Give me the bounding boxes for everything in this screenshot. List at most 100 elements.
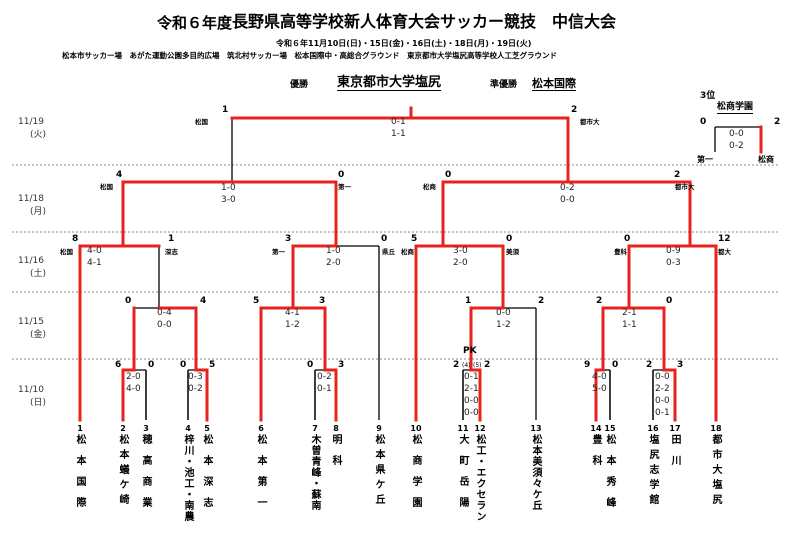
sf1-half2: 3-0 — [221, 195, 236, 205]
r1-m3-left-score: 0 — [307, 360, 314, 370]
team-number: 10 — [410, 424, 422, 433]
date-round1: 11/10 — [18, 385, 44, 395]
sf1-left-team: 松国 — [100, 183, 113, 191]
qf4-left-team: 豊科 — [614, 248, 627, 256]
qf4-half2: 0-3 — [666, 258, 681, 268]
qf3-left-team: 松商 — [401, 248, 414, 256]
qf2-half2: 2-0 — [326, 258, 341, 268]
team-name: 松本深志 — [201, 434, 212, 518]
r2-m1-half1: 0-4 — [157, 308, 172, 318]
qf3-right-score: 0 — [506, 234, 513, 244]
qf3-left-score: 5 — [411, 234, 418, 244]
qf1-right-team: 深志 — [165, 248, 178, 256]
team-name: 大町岳陽 — [457, 434, 468, 518]
date-quarterfinal: 11/16 — [18, 256, 44, 266]
r2-m3-right-score: 2 — [538, 296, 545, 306]
sf2-left-score: 0 — [445, 170, 452, 180]
qf1-left-team: 松国 — [60, 248, 73, 256]
final-right-score: 2 — [571, 105, 578, 115]
third-left-score: 0 — [700, 117, 707, 127]
team-number: 14 — [590, 424, 602, 433]
r1-m6-et1: 0-0 — [655, 396, 670, 406]
r2-m3-left-score: 1 — [465, 296, 472, 306]
team-name: 田川 — [669, 434, 680, 476]
r1-m4-left-score: 2 — [453, 360, 460, 370]
qf1-right-score: 1 — [168, 234, 175, 244]
sf2-half1: 0-2 — [560, 183, 575, 193]
r1-m2-half2: 0-2 — [188, 384, 203, 394]
team-number: 4 — [185, 424, 191, 433]
r1-m5-half1: 4-0 — [592, 372, 607, 382]
team-number: 1 — [77, 424, 83, 433]
weekday-round2: (金) — [30, 330, 47, 340]
team-number: 12 — [474, 424, 486, 433]
team-name: 松本美須々ケ丘 — [530, 434, 541, 511]
team-number: 3 — [143, 424, 149, 433]
qf2-half1: 1-0 — [326, 246, 341, 256]
qf2-right-score: 0 — [381, 234, 388, 244]
r1-m5-half2: 5-0 — [592, 384, 607, 394]
team-name: 明科 — [330, 434, 341, 476]
qf3-right-team: 美須 — [506, 248, 519, 256]
team-number: 2 — [120, 424, 126, 433]
r1-m4-half2: 2-1 — [464, 384, 479, 394]
r2-m2-left-score: 5 — [253, 296, 260, 306]
final-left-team: 松国 — [195, 118, 208, 126]
r2-m1-right-score: 4 — [200, 296, 207, 306]
runner-up-label: 準優勝 — [490, 80, 518, 90]
team-number: 18 — [710, 424, 722, 433]
r1-m6-et2: 0-1 — [655, 408, 670, 418]
third-place-team: 松商学園 — [717, 102, 754, 114]
third-right-team: 松商 — [758, 155, 774, 164]
final-half1: 0-1 — [391, 117, 406, 127]
r2-m2-half2: 1-2 — [285, 320, 300, 330]
sf2-right-score: 2 — [674, 170, 681, 180]
weekday-semifinal: (月) — [30, 207, 47, 217]
champion-label: 優勝 — [290, 80, 309, 90]
qf2-left-team: 第一 — [272, 248, 285, 256]
r1-m2-right-score: 5 — [209, 360, 216, 370]
sf1-right-score: 0 — [338, 170, 345, 180]
tournament-dates: 令和６年11月10日(日)・15日(金)・16日(土)・18日(月)・19日(火… — [276, 39, 532, 48]
team-number: 16 — [647, 424, 659, 433]
r1-m4-pk-right: (5) — [473, 362, 482, 369]
r1-m6-half2: 2-2 — [655, 384, 670, 394]
team-name: 松本秀峰 — [604, 434, 615, 518]
team-number: 8 — [333, 424, 339, 433]
venues: 松本市サッカー場 あがた運動公園多目的広場 筑北村サッカー場 松本国際中・高総合… — [62, 51, 557, 60]
team-name: 松本第一 — [255, 434, 266, 518]
team-number: 17 — [669, 424, 681, 433]
third-half2: 0-2 — [729, 141, 744, 151]
team-name: 豊科 — [590, 434, 601, 476]
final-half2: 1-1 — [391, 129, 406, 139]
page-title: 長野県高等学校新人体育大会サッカー競技 中信大会 — [232, 12, 617, 31]
r2-m3-half2: 1-2 — [496, 320, 511, 330]
third-right-score: 2 — [774, 117, 781, 127]
runner-up-team: 松本国際 — [532, 77, 576, 91]
r1-m4-right-score: 2 — [484, 360, 491, 370]
r2-m1-left-score: 0 — [125, 296, 132, 306]
team-number: 7 — [312, 424, 318, 433]
r1-m1-half1: 2-0 — [126, 372, 141, 382]
r1-m4-pk-label: PK — [463, 346, 477, 356]
team-number: 15 — [604, 424, 616, 433]
weekday-quarterfinal: (土) — [30, 269, 47, 279]
third-half1: 0-0 — [729, 129, 744, 139]
r1-m4-et2: 0-0 — [464, 408, 479, 418]
team-number: 9 — [376, 424, 382, 433]
r1-m2-left-score: 0 — [180, 360, 187, 370]
r1-m4-pk-left: (4) — [462, 362, 471, 369]
r2-m4-right-score: 0 — [666, 296, 673, 306]
qf1-half1: 4-0 — [87, 246, 102, 256]
team-number: 13 — [530, 424, 542, 433]
sf2-half2: 0-0 — [560, 195, 575, 205]
r1-m5-left-score: 9 — [584, 360, 591, 370]
team-name: 松本国際 — [74, 434, 85, 518]
qf4-half1: 0-9 — [666, 246, 681, 256]
r1-m6-right-score: 3 — [677, 360, 684, 370]
qf1-half2: 4-1 — [87, 258, 102, 268]
r1-m2-half1: 0-3 — [188, 372, 203, 382]
team-name: 松商学園 — [410, 434, 421, 518]
team-number: 5 — [204, 424, 210, 433]
qf2-right-team: 県丘 — [382, 248, 395, 256]
